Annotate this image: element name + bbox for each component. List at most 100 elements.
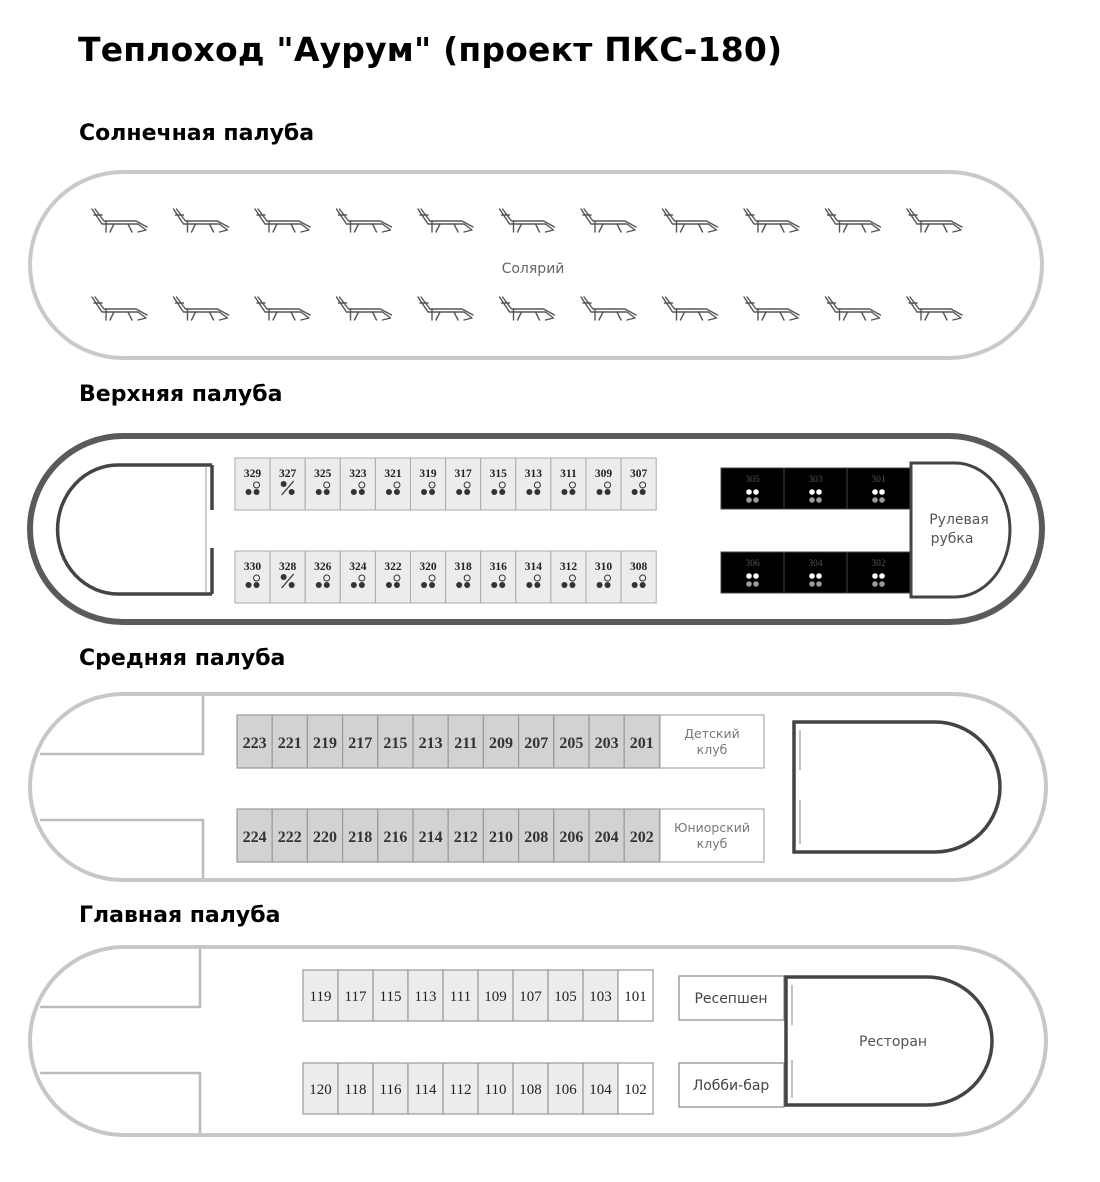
cabin[interactable]: 119: [302, 969, 339, 1022]
cabin[interactable]: 301: [846, 467, 911, 510]
cabin[interactable]: 108: [512, 1062, 549, 1115]
cabin[interactable]: 321: [374, 457, 411, 511]
cabin[interactable]: 104: [582, 1062, 619, 1115]
cabin[interactable]: 118: [337, 1062, 374, 1115]
berth-icon: [631, 481, 647, 495]
cabin[interactable]: 307: [620, 457, 657, 511]
cabin[interactable]: 112: [442, 1062, 479, 1115]
cabin[interactable]: 309: [585, 457, 622, 511]
cabin-number: 114: [415, 1082, 437, 1098]
cabin-number: 306: [745, 559, 760, 569]
cabin[interactable]: 215: [377, 714, 414, 769]
cabin-box: [517, 808, 555, 863]
berth-icon: [280, 573, 295, 589]
cabin-number: 328: [279, 561, 297, 573]
cabin[interactable]: 320: [410, 550, 447, 604]
cabin[interactable]: 218: [342, 808, 379, 863]
cabin[interactable]: 202: [623, 808, 661, 863]
cabin[interactable]: 220: [306, 808, 344, 863]
cabin[interactable]: 111: [442, 969, 479, 1022]
cabin-box: [234, 550, 271, 604]
cabin[interactable]: 323: [339, 457, 376, 511]
cabin[interactable]: 319: [410, 457, 447, 511]
cabin[interactable]: 223: [236, 714, 273, 769]
cabin[interactable]: 313: [515, 457, 552, 511]
cabin[interactable]: 303: [783, 467, 848, 510]
cabin[interactable]: 205: [553, 714, 590, 769]
cabin[interactable]: 304: [783, 551, 848, 594]
sun-lounger-icon: [172, 296, 230, 321]
cabin-number: 119: [310, 989, 332, 1005]
cabin[interactable]: 103: [582, 969, 619, 1022]
cabin[interactable]: 312: [550, 550, 587, 604]
upper-stern-lounge: [55, 463, 212, 596]
cabin[interactable]: 117: [337, 969, 374, 1022]
cabin[interactable]: 107: [512, 969, 549, 1022]
cabin[interactable]: 324: [339, 550, 376, 604]
cabin[interactable]: 325: [304, 457, 341, 511]
cabin[interactable]: 212: [447, 808, 485, 863]
cabin[interactable]: 110: [477, 1062, 514, 1115]
cabin-box: [846, 467, 911, 510]
sun-deck-title: Солнечная палуба: [79, 121, 315, 146]
cabin[interactable]: 208: [517, 808, 555, 863]
cabin[interactable]: 314: [515, 550, 552, 604]
cabin[interactable]: 306: [720, 551, 785, 594]
cabin[interactable]: 221: [271, 714, 309, 769]
cabin[interactable]: 201: [623, 714, 661, 769]
cabin[interactable]: 329: [234, 457, 271, 511]
cabin[interactable]: 106: [547, 1062, 584, 1115]
cabin[interactable]: 210: [482, 808, 520, 863]
cabin[interactable]: 120: [302, 1062, 339, 1115]
cabin[interactable]: 308: [620, 550, 657, 604]
cabin-number: 211: [454, 735, 477, 752]
cabin[interactable]: 116: [372, 1062, 409, 1115]
cabin[interactable]: 330: [234, 550, 271, 604]
cabin[interactable]: 316: [480, 550, 517, 604]
cabin-number: 104: [589, 1082, 612, 1098]
cabin[interactable]: 315: [480, 457, 517, 511]
cabin-box: [620, 457, 657, 511]
cabin[interactable]: 207: [517, 714, 555, 769]
cabin[interactable]: 328: [269, 550, 306, 604]
cabin[interactable]: 101: [617, 969, 654, 1022]
cabin[interactable]: 206: [553, 808, 590, 863]
cabin[interactable]: 219: [306, 714, 344, 769]
cabin[interactable]: 109: [477, 969, 514, 1022]
cabin[interactable]: 102: [617, 1062, 654, 1115]
cabin[interactable]: 114: [407, 1062, 444, 1115]
cabin-number: 308: [630, 561, 648, 573]
cabin[interactable]: 203: [588, 714, 625, 769]
cabin-box: [302, 1062, 339, 1115]
berth-icon: [491, 574, 506, 588]
berth-icon: [385, 574, 401, 588]
cabin[interactable]: 311: [550, 457, 587, 511]
cabin[interactable]: 310: [585, 550, 622, 604]
cabin[interactable]: 318: [445, 550, 482, 604]
cabin[interactable]: 214: [412, 808, 449, 863]
cabin-box: [410, 550, 447, 604]
cabin[interactable]: 105: [547, 969, 584, 1022]
cabin[interactable]: 302: [846, 551, 911, 594]
cabin[interactable]: 213: [412, 714, 449, 769]
cabin-box: [480, 550, 517, 604]
cabin[interactable]: 113: [407, 969, 444, 1022]
cabin[interactable]: 204: [588, 808, 625, 863]
sun-lounger-icon: [254, 208, 311, 233]
cabin-number: 210: [489, 829, 513, 846]
cabin[interactable]: 115: [372, 969, 409, 1022]
cabin-box: [377, 714, 414, 769]
cabin[interactable]: 305: [720, 467, 785, 510]
cabin[interactable]: 217: [342, 714, 379, 769]
cabin[interactable]: 327: [269, 457, 306, 511]
berth-icon: [245, 481, 261, 495]
cabin[interactable]: 222: [271, 808, 309, 863]
cabin[interactable]: 317: [445, 457, 482, 511]
cabin[interactable]: 209: [482, 714, 520, 769]
cabin-number: 112: [450, 1082, 472, 1098]
cabin[interactable]: 322: [374, 550, 411, 604]
cabin[interactable]: 211: [447, 714, 485, 769]
